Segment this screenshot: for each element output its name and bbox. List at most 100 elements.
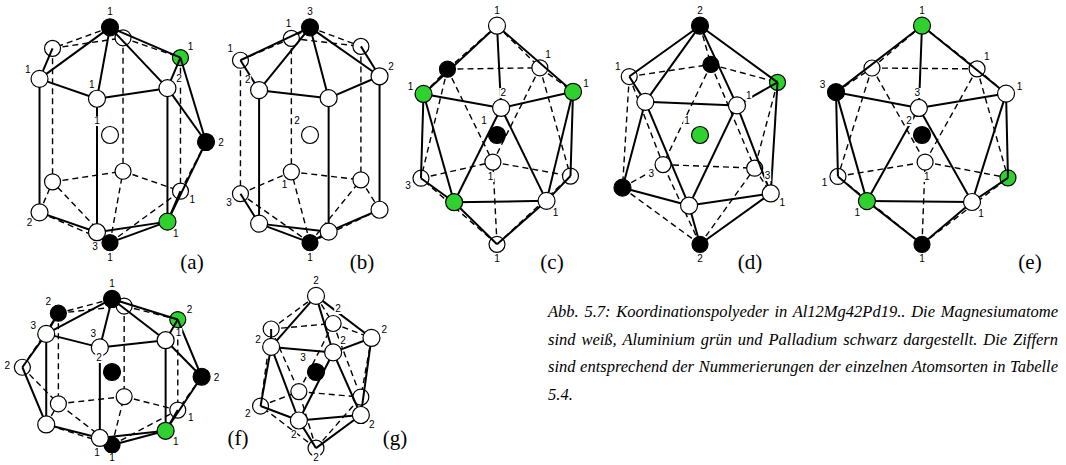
atom (159, 213, 176, 230)
bond (180, 58, 206, 142)
hidden-bond (112, 410, 178, 445)
site-number: 1 (493, 254, 501, 264)
bond (40, 27, 110, 78)
bond (1006, 94, 1008, 178)
atom (914, 17, 931, 34)
site-number: 1 (779, 198, 787, 208)
bond (501, 92, 573, 108)
bond (379, 76, 381, 209)
hidden-bond (421, 162, 493, 178)
hidden-bond (291, 172, 361, 180)
atom (371, 201, 388, 218)
bond (919, 108, 972, 202)
hidden-bond (310, 180, 361, 243)
site-number: 1 (285, 19, 293, 29)
site-number: 2 (217, 138, 225, 148)
bond (167, 88, 206, 142)
bond (333, 352, 361, 415)
visible-bonds (40, 27, 206, 242)
bond (497, 26, 573, 92)
hidden-bond (53, 182, 110, 243)
coordination-polyhedron (14, 290, 210, 453)
hidden-bond (838, 176, 922, 244)
site-number: 2 (380, 325, 388, 335)
atom (692, 17, 709, 34)
visible-bonds (836, 26, 1008, 245)
bond (501, 108, 546, 201)
site-number: 1 (108, 279, 116, 289)
hidden-bond (291, 172, 310, 243)
site-number: 3 (819, 80, 827, 90)
bond (165, 340, 167, 431)
site-number: 3 (913, 88, 921, 98)
atom (88, 90, 105, 107)
atom (998, 85, 1015, 102)
hidden-bond (663, 165, 700, 245)
site-number: 2 (44, 297, 52, 307)
atom (104, 364, 121, 381)
hidden-bonds (421, 26, 573, 245)
hidden-bond (310, 210, 380, 243)
back-atoms (14, 298, 185, 453)
atom (439, 61, 455, 77)
figure-caption: Abb. 5.7: Koordinationspolyeder in Al12M… (548, 298, 1058, 408)
bond (259, 90, 329, 98)
site-number: 1 (106, 253, 114, 263)
atom (325, 344, 342, 361)
site-number: 2 (26, 218, 34, 228)
bond (110, 27, 180, 57)
hidden-bond (291, 38, 292, 171)
hidden-bond (629, 77, 663, 165)
site-number: 1 (281, 180, 289, 190)
site-number: 1 (108, 453, 116, 463)
bond (271, 296, 316, 347)
bond (328, 98, 330, 231)
back-atoms (232, 30, 368, 250)
panel-label: (d) (738, 251, 763, 273)
site-number: 2 (290, 430, 298, 440)
site-number: 2 (312, 453, 320, 463)
bond (240, 27, 310, 60)
hidden-bond (240, 60, 241, 193)
site-number: 1 (172, 437, 180, 447)
panel-label: (b) (350, 251, 375, 273)
front-atoms (828, 17, 1015, 210)
hidden-bond (316, 397, 361, 448)
panel-label: (f) (228, 427, 249, 449)
site-number: 1 (582, 79, 590, 89)
bond (972, 94, 1006, 202)
site-number: 3 (404, 181, 412, 191)
atom (31, 70, 48, 87)
bond (454, 108, 501, 202)
visible-bonds (421, 26, 573, 245)
site-number: 1 (93, 448, 101, 458)
atom (263, 338, 280, 355)
hidden-bonds (261, 296, 372, 448)
bond (836, 92, 919, 108)
atom (308, 287, 325, 304)
atom (352, 406, 369, 423)
site-number: 1 (306, 253, 314, 263)
hidden-bond (110, 191, 180, 242)
atom (291, 384, 307, 400)
front-atoms (614, 17, 779, 214)
site-number: 1 (614, 62, 622, 72)
hidden-bond (261, 406, 316, 448)
hidden-bond (122, 38, 123, 171)
site-number: 1 (821, 178, 829, 188)
bond (645, 26, 700, 102)
atom (50, 396, 66, 412)
site-number: 3 (29, 321, 37, 331)
bond (271, 347, 299, 421)
hidden-bonds (22, 299, 201, 445)
coordination-polyhedron (828, 17, 1016, 252)
bond (167, 142, 206, 222)
bond (547, 92, 573, 201)
hidden-bond (53, 171, 123, 182)
atom (232, 186, 248, 202)
atom (290, 412, 307, 429)
front-atoms (914, 127, 931, 144)
hidden-bond (925, 69, 977, 162)
site-number: 3 (89, 329, 97, 339)
bond (46, 299, 112, 334)
